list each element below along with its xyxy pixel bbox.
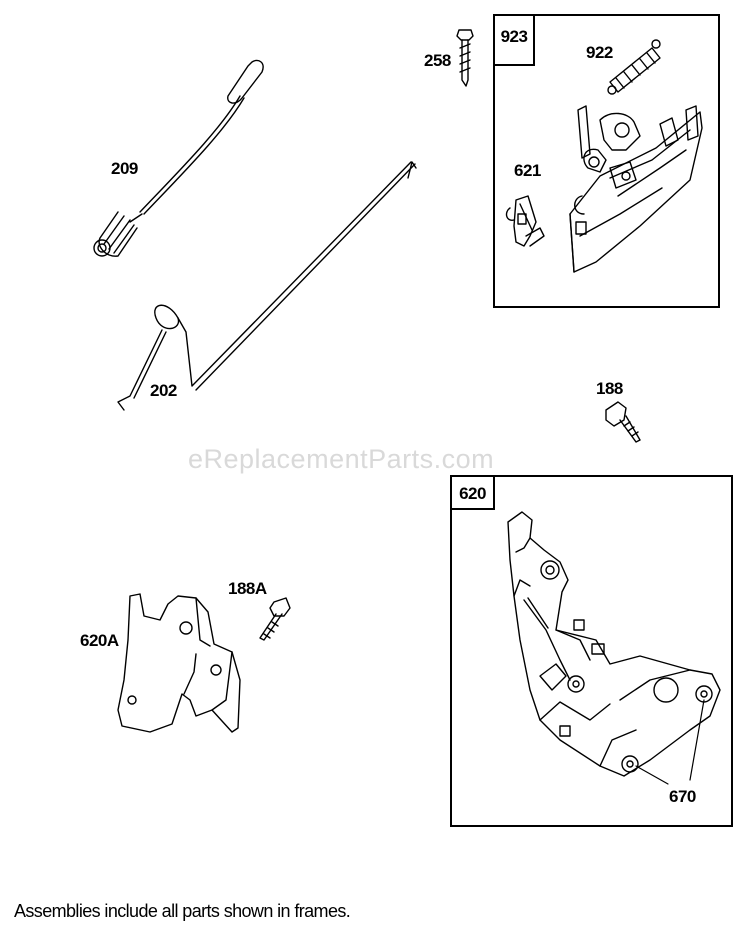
label-188a: 188A — [228, 579, 267, 598]
footer-note: Assemblies include all parts shown in fr… — [14, 901, 351, 921]
watermark-text: eReplacementParts.com — [188, 444, 495, 474]
label-209: 209 — [111, 159, 138, 178]
frame-620-label: 620 — [450, 475, 495, 510]
part-202-governor-link — [117, 161, 417, 411]
frame-923-assembly: 923 — [493, 14, 720, 308]
frame-923-label: 923 — [493, 14, 535, 66]
label-620a: 620A — [80, 631, 119, 650]
part-209-spring — [93, 59, 264, 257]
part-923-governor-assembly — [569, 105, 703, 273]
label-621: 621 — [514, 161, 541, 180]
label-202: 202 — [150, 381, 177, 400]
part-620a-bracket — [117, 593, 241, 733]
part-188a-screw — [259, 597, 291, 641]
label-922: 922 — [586, 43, 613, 62]
label-258: 258 — [424, 51, 451, 70]
part-620-control-assembly — [507, 511, 721, 777]
frame-620-assembly: 620 — [450, 475, 733, 827]
part-621-lever — [505, 195, 545, 247]
label-188: 188 — [596, 379, 623, 398]
leader-lines-670 — [635, 699, 705, 785]
part-922-spring — [607, 39, 661, 95]
part-258-screw — [456, 29, 474, 87]
part-188-screw — [605, 401, 641, 443]
label-670: 670 — [669, 787, 696, 806]
